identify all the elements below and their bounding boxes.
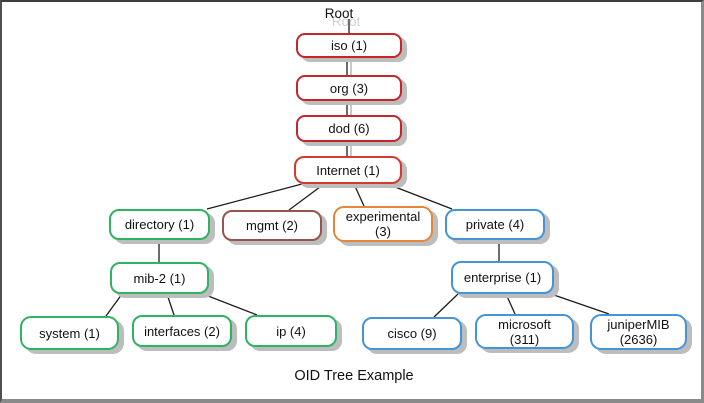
node-label-line: interfaces (2) xyxy=(144,323,220,339)
node-mgmt: mgmt (2) xyxy=(222,210,322,241)
node-directory: directory (1) xyxy=(109,209,210,240)
edge-internet-experimental xyxy=(353,183,365,207)
edge-internet-private xyxy=(389,184,453,210)
edge-internet-mgmt xyxy=(288,183,325,211)
diagram-title: OID Tree Example xyxy=(294,368,414,384)
node-label-line: mgmt (2) xyxy=(246,218,298,233)
node-microsoft: microsoft(311) xyxy=(475,314,574,349)
node-mib2: mib-2 (1) xyxy=(110,262,209,294)
node-label-line: experimental xyxy=(345,209,421,224)
node-experimental: experimental(3) xyxy=(333,206,433,242)
edge-enterprise-junipermib xyxy=(550,293,610,315)
node-interfaces: interfaces (2) xyxy=(132,315,232,347)
node-label-line: iso (1) xyxy=(330,38,368,53)
node-private: private (4) xyxy=(445,209,545,240)
node-cisco: cisco (9) xyxy=(362,317,462,350)
node-enterprise: enterprise (1) xyxy=(451,261,554,294)
node-label-line: (311) xyxy=(509,331,540,347)
node-label-line: cisco (9) xyxy=(387,326,437,341)
node-system: system (1) xyxy=(20,316,119,350)
node-label-line: (3) xyxy=(375,224,391,239)
node-label-line: Internet (1) xyxy=(316,162,380,178)
node-label-line: enterprise (1) xyxy=(463,270,542,285)
node-label-line: ip (4) xyxy=(276,323,306,339)
node-junipermib: juniperMIB(2636) xyxy=(590,314,687,350)
node-label-line: org (3) xyxy=(329,80,369,96)
node-label-line: (2636) xyxy=(619,332,658,347)
root-label-shadow: Root xyxy=(331,14,361,29)
edge-internet-directory xyxy=(206,183,303,210)
node-label-line: private (4) xyxy=(465,217,525,232)
node-label-line: mib-2 (1) xyxy=(133,270,186,286)
edge-mib2-system xyxy=(105,293,123,317)
node-label-line: system (1) xyxy=(39,325,100,341)
node-label-line: dod (6) xyxy=(328,121,370,136)
node-label-line: microsoft xyxy=(498,316,551,332)
node-label-line: directory (1) xyxy=(124,217,195,232)
edge-enterprise-microsoft xyxy=(505,293,516,315)
root-label: Root xyxy=(324,6,354,21)
edge-mib2-ip xyxy=(202,293,258,316)
node-internet: Internet (1) xyxy=(294,156,402,184)
node-label-line: juniperMIB xyxy=(607,317,670,332)
edge-enterprise-cisco xyxy=(433,293,459,318)
node-iso: iso (1) xyxy=(296,33,402,58)
node-org: org (3) xyxy=(296,75,402,101)
edge-mib2-interfaces xyxy=(166,293,175,316)
node-ip: ip (4) xyxy=(245,315,337,347)
node-dod: dod (6) xyxy=(296,115,402,142)
